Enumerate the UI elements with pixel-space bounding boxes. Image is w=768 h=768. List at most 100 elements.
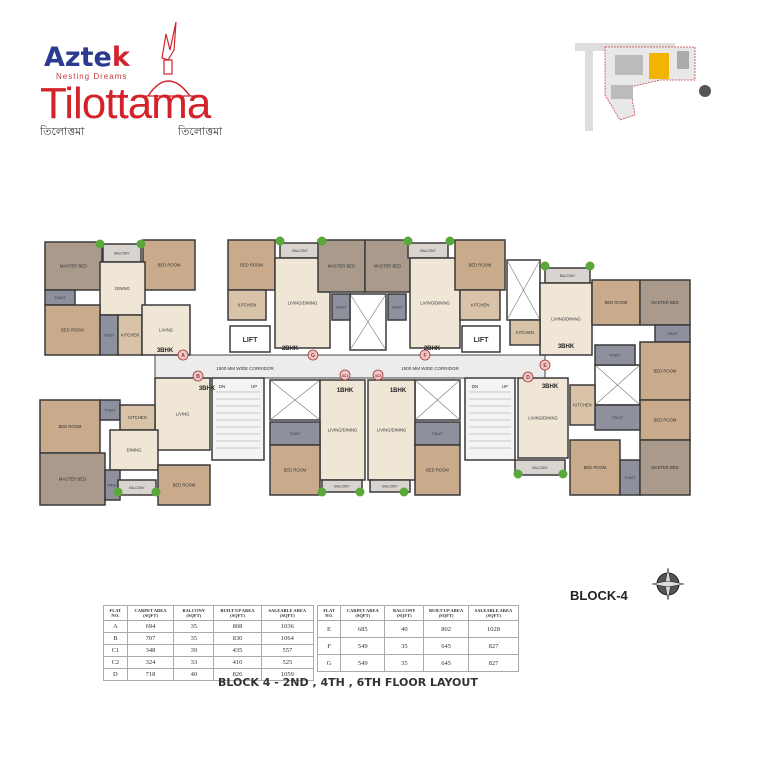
room-living-dining xyxy=(409,257,461,349)
flat-marker-label: 4C2 xyxy=(375,374,382,378)
flat-marker xyxy=(522,371,534,383)
flat-marker xyxy=(339,369,351,381)
room-label: TOILET xyxy=(289,432,300,436)
shaft-cross xyxy=(414,379,461,421)
room-label: BED ROOM xyxy=(654,418,677,423)
area-table-left: FLAT NO.CARPET AREA (SQFT)BALCONY (SQFT)… xyxy=(103,605,315,681)
room-label: TOILET xyxy=(391,306,402,310)
aztek-logo: Aztek xyxy=(44,42,130,73)
site-compass-icon xyxy=(699,85,711,97)
shaft-cross xyxy=(349,293,387,351)
flat-marker xyxy=(419,349,431,361)
table-cell: A xyxy=(103,620,128,633)
table-cell: B xyxy=(103,632,128,645)
shaft-cross xyxy=(594,364,641,406)
room-kitchen xyxy=(227,289,267,321)
table-cell: 549 xyxy=(340,637,386,655)
room-label: BALCONY xyxy=(420,249,436,253)
room-master-bed xyxy=(39,452,106,506)
tree-icon xyxy=(317,487,327,497)
area-table-right: FLAT NO.CARPET AREA (SQFT)BALCONY (SQFT)… xyxy=(316,605,520,672)
table-cell: 348 xyxy=(126,644,175,657)
room-dining xyxy=(109,429,159,471)
room-label: BALCONY xyxy=(334,485,350,489)
room-label: MASTER BED xyxy=(651,300,678,305)
room-living-dining xyxy=(319,379,366,481)
table-cell: C2 xyxy=(103,656,128,669)
room-bed-room xyxy=(157,464,211,506)
table-cell: 324 xyxy=(126,656,175,669)
room-label: LIVING xyxy=(159,328,173,333)
room-label: LIVING/DINING xyxy=(528,416,558,421)
flat-marker xyxy=(539,359,551,371)
room-label: KITCHEN xyxy=(238,303,256,308)
room-label: LIVING/DINING xyxy=(377,428,407,433)
project-title-bengali: তিলোত্তমা xyxy=(40,126,85,138)
table-cell: 549 xyxy=(340,654,386,672)
tree-icon xyxy=(136,239,146,249)
table-cell: 40 xyxy=(384,620,425,638)
tree-icon xyxy=(355,487,365,497)
flat-marker-label: E xyxy=(543,363,547,369)
tree-icon xyxy=(513,469,523,479)
tree-icon xyxy=(275,236,285,246)
tree-icon xyxy=(585,261,595,271)
room-label: 3BHK xyxy=(199,386,216,392)
tagline: Nesting Dreams xyxy=(56,72,128,81)
table-cell: 1028 xyxy=(467,620,520,638)
room-bed-room xyxy=(591,279,641,326)
table-header: BUILT-UP AREA (SQFT) xyxy=(423,605,469,621)
room-bed-room xyxy=(142,239,196,291)
room-label: BED ROOM xyxy=(240,263,263,268)
room-label: BED ROOM xyxy=(158,263,181,268)
table-cell: 33 xyxy=(173,656,215,669)
table-cell: 557 xyxy=(260,644,315,657)
room-balcony xyxy=(514,459,566,476)
room-label: DN xyxy=(472,384,479,389)
room-label: DINING xyxy=(127,448,142,453)
room-label: TOILET xyxy=(104,409,115,413)
room-label: MASTER BED xyxy=(651,465,678,470)
room-label: KITCHEN xyxy=(121,333,139,338)
table-cell: 645 xyxy=(423,654,469,672)
room-label: TOILET xyxy=(624,476,635,480)
flat-marker xyxy=(372,369,384,381)
room-label: TOILET xyxy=(335,306,346,310)
room-living xyxy=(154,377,211,451)
room-label: BED ROOM xyxy=(284,468,307,473)
room-kitchen xyxy=(569,384,596,426)
room-label: LIVING/DINING xyxy=(288,301,318,306)
table-cell: D xyxy=(103,668,128,681)
table-cell: 707 xyxy=(126,632,175,645)
room-label: DN xyxy=(219,384,226,389)
room-label: TOILET xyxy=(107,484,118,488)
table-header: CARPET AREA (SQFT) xyxy=(340,605,386,621)
room-label: MASTER BED xyxy=(328,264,355,269)
statue-dome-logo-icon xyxy=(144,21,195,97)
room-label: LIVING xyxy=(176,412,190,417)
room-bed-room xyxy=(227,239,276,291)
tree-icon xyxy=(399,487,409,497)
table-cell: 718 xyxy=(126,668,175,681)
flat-marker-label: 4C1 xyxy=(342,374,349,378)
table-cell: 35 xyxy=(384,637,425,655)
tree-icon xyxy=(113,487,123,497)
table-cell: 826 xyxy=(213,668,262,681)
room-bed-room xyxy=(414,444,461,496)
room-label: LIVING/DINING xyxy=(328,428,358,433)
room-label: TOILET xyxy=(609,354,620,358)
table-cell: 827 xyxy=(467,637,520,655)
room-label: BED ROOM xyxy=(61,328,84,333)
room-label: BED ROOM xyxy=(426,468,449,473)
flat-marker-label: G xyxy=(311,353,315,359)
table-header: BALCONY (SQFT) xyxy=(384,605,425,621)
room-label: KITCHEN xyxy=(516,330,534,335)
room-balcony xyxy=(369,479,411,493)
table-header: SALEABLE AREA (SQFT) xyxy=(467,605,520,621)
room-bed-room xyxy=(269,444,321,496)
tree-icon xyxy=(95,239,105,249)
tree-icon xyxy=(540,261,550,271)
